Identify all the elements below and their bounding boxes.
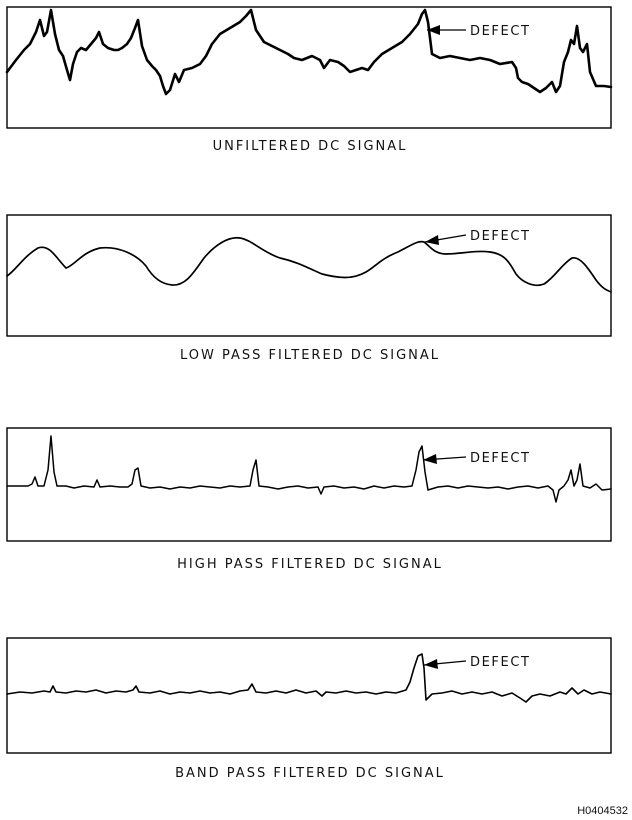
panel-caption: BAND PASS FILTERED DC SIGNAL (175, 766, 445, 781)
defect-label: DEFECT (470, 229, 531, 244)
panel-unfiltered: DEFECT UNFILTERED DC SIGNAL (5, 6, 613, 154)
defect-arrowhead (427, 25, 440, 35)
panel-high-pass: DEFECT HIGH PASS FILTERED DC SIGNAL (6, 427, 612, 572)
signal-trace-unfiltered (5, 8, 613, 96)
defect-arrowhead (423, 454, 437, 464)
panel-frame (6, 637, 612, 754)
defect-label: DEFECT (470, 451, 531, 466)
signal-trace-low-pass (6, 236, 612, 293)
panel-caption: UNFILTERED DC SIGNAL (213, 139, 408, 154)
defect-arrowhead (425, 235, 439, 245)
panel-low-pass: DEFECT LOW PASS FILTERED DC SIGNAL (6, 214, 612, 363)
panel-caption: HIGH PASS FILTERED DC SIGNAL (177, 557, 443, 572)
panel-caption: LOW PASS FILTERED DC SIGNAL (180, 348, 440, 363)
defect-label: DEFECT (470, 655, 531, 670)
defect-arrowhead (424, 659, 438, 669)
panel-frame (6, 6, 612, 129)
figure-id: H0404532 (577, 805, 628, 817)
panel-frame (6, 427, 612, 542)
defect-label: DEFECT (470, 24, 531, 39)
signal-trace-band-pass (6, 653, 612, 703)
signal-trace-high-pass (6, 435, 612, 503)
panel-band-pass: DEFECT BAND PASS FILTERED DC SIGNAL (6, 637, 612, 781)
